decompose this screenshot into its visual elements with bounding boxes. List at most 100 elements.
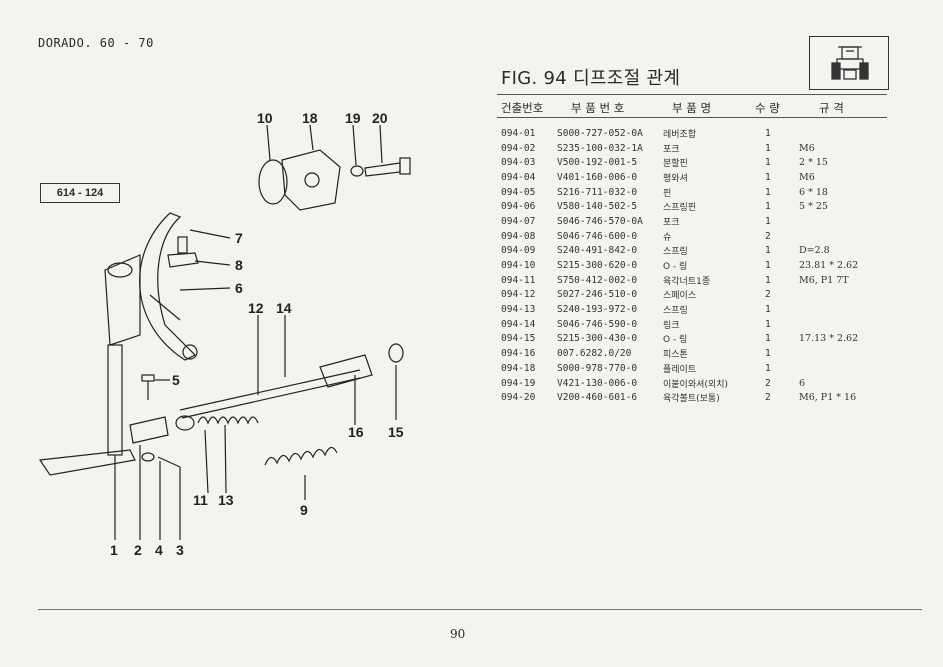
part-name-cell: 스프링 — [663, 247, 688, 258]
spec-cell: M6 — [799, 171, 815, 183]
callout-label: 19 — [345, 110, 361, 126]
part-number-cell: S215-300-430-0 — [557, 333, 638, 345]
spec-cell: M6, P1 * 16 — [799, 392, 857, 404]
plate-part — [281, 149, 341, 211]
quantity-cell: 1 — [765, 157, 771, 169]
quantity-cell: 2 — [765, 377, 771, 389]
part-number-cell: V200-460-601-6 — [557, 392, 638, 404]
spec-cell — [799, 288, 889, 303]
part-number-cell: S235-100-032-1A — [557, 142, 643, 154]
part-number-cell: S000-978-770-0 — [557, 362, 638, 374]
column-header-part-name: 부 품 명 — [672, 101, 712, 115]
spec-cell — [799, 302, 889, 317]
part-name-cell: 슈 — [663, 232, 672, 243]
part-number-cell: S046-746-570-0A — [557, 215, 643, 227]
row-number-cell: 094-10 — [501, 260, 536, 272]
part-number-cell: S240-491-842-0 — [557, 245, 638, 257]
spec-cell — [799, 229, 889, 244]
part-name-cell: O - 링 — [663, 335, 688, 346]
spec-cell: 17.13 * 2.62 — [799, 333, 859, 345]
callout-label: 9 — [300, 502, 308, 518]
part-number-cell: S046-746-590-0 — [557, 318, 638, 330]
part-name-cell: 핀 — [663, 188, 672, 199]
part-name-cell: 평와셔 — [663, 173, 688, 184]
callout-label: 4 — [155, 542, 163, 558]
row-number-cell: 094-01 — [501, 127, 536, 139]
spec-cell — [799, 361, 889, 376]
part-number-cell: S240-193-972-0 — [557, 304, 638, 316]
figure-title: FIG. 94 디프조절 관계 — [501, 68, 681, 89]
spec-cell: M6 — [799, 142, 815, 154]
row-number-cell: 094-03 — [501, 157, 536, 169]
footer-rule — [38, 609, 922, 610]
callout-label: 13 — [218, 492, 234, 508]
row-number-cell: 094-05 — [501, 186, 536, 198]
quantity-cell: 1 — [765, 348, 771, 360]
quantity-cell: 1 — [765, 201, 771, 213]
spec-cell — [799, 346, 889, 361]
row-number-cell: 094-12 — [501, 289, 536, 301]
table-row: 094-15 S215-300-430-0 O - 링 1 17.13 * 2.62 — [501, 332, 889, 347]
quantity-cell: 1 — [765, 245, 771, 257]
part-name-cell: 레버조합 — [663, 129, 697, 140]
part-name-cell: 포크 — [663, 144, 680, 155]
part-number-cell: S000-727-052-0A — [557, 127, 643, 139]
quantity-cell: 1 — [765, 304, 771, 316]
quantity-cell: 1 — [765, 142, 771, 154]
row-number-cell: 094-02 — [501, 142, 536, 154]
row-number-cell: 094-07 — [501, 215, 536, 227]
row-number-cell: 094-09 — [501, 245, 536, 257]
spec-cell: 6 — [799, 377, 806, 389]
part-name-cell: 육각너트1종 — [663, 276, 711, 287]
part-name-cell: 링크 — [663, 320, 680, 331]
part-number-cell: V580-140-502-5 — [557, 201, 638, 213]
quantity-cell: 1 — [765, 186, 771, 198]
spec-cell: 6 * 18 — [799, 186, 828, 198]
quantity-cell: 1 — [765, 318, 771, 330]
spec-cell — [799, 214, 889, 229]
table-row: 094-02 S235-100-032-1A 포크 1 M6 — [501, 141, 889, 156]
row-number-cell: 094-04 — [501, 171, 536, 183]
part-number-cell: S215-300-620-0 — [557, 260, 638, 272]
callout-label: 12 — [248, 300, 264, 316]
part-number-cell: S027-246-510-0 — [557, 289, 638, 301]
column-header-spec: 규 격 — [819, 101, 844, 115]
callout-label: 16 — [348, 424, 364, 440]
quantity-cell: 1 — [765, 274, 771, 286]
tractor-icon — [809, 36, 889, 90]
exploded-parts-diagram: 10 18 19 20 7 8 6 12 14 5 15 16 11 13 9 … — [38, 110, 411, 558]
callout-label: 5 — [172, 372, 180, 388]
part-name-cell: 스프링 — [663, 306, 688, 317]
row-number-cell: 094-13 — [501, 304, 536, 316]
model-label: DORADO. 60 - 70 — [38, 36, 154, 50]
quantity-cell: 1 — [765, 333, 771, 345]
callout-label: 8 — [235, 257, 243, 273]
parts-table: 094-01 S000-727-052-0A 레버조합 1 094-02 S235-100… — [501, 126, 889, 405]
spec-cell: 2 * 15 — [799, 157, 828, 169]
callout-label: 15 — [388, 424, 404, 440]
spec-cell: M6, P1 7T — [799, 274, 849, 286]
row-number-cell: 094-15 — [501, 333, 536, 345]
quantity-cell: 1 — [765, 260, 771, 272]
row-number-cell: 094-16 — [501, 348, 536, 360]
part-number-cell: S750-412-002-0 — [557, 274, 638, 286]
quantity-cell: 2 — [765, 230, 771, 242]
part-name-cell: 플레이트 — [663, 364, 697, 375]
part-name-cell: 분할핀 — [663, 159, 688, 170]
callout-label: 7 — [235, 230, 243, 246]
row-number-cell: 094-08 — [501, 230, 536, 242]
callout-label: 10 — [257, 110, 273, 126]
callout-label: 2 — [134, 542, 142, 558]
part-number-cell: 007.6282.0/20 — [557, 348, 632, 360]
